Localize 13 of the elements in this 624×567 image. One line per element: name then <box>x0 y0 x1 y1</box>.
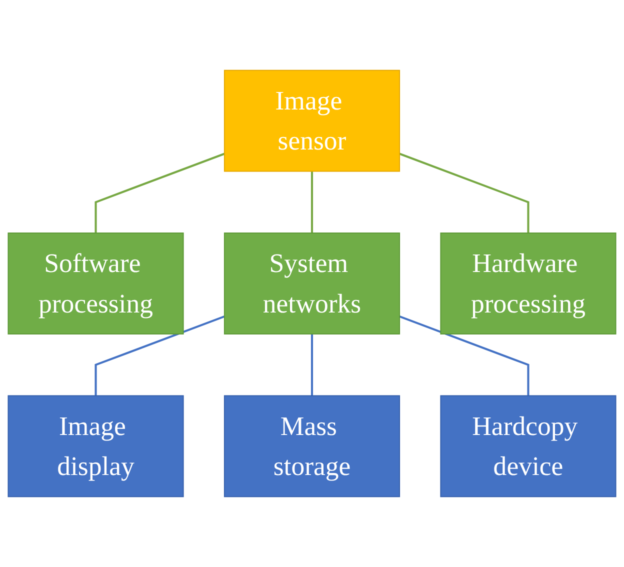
node-box: System networks <box>224 232 400 334</box>
connector <box>94 315 225 396</box>
node-box: Image display <box>8 395 184 498</box>
node-box: Image sensor <box>224 70 400 172</box>
connector <box>310 334 314 396</box>
connector <box>399 152 530 234</box>
node-box: Software processing <box>8 232 184 334</box>
connector <box>399 315 530 396</box>
node-box: Mass storage <box>224 395 400 498</box>
node-box: Hardcopy device <box>440 395 616 498</box>
connector <box>94 152 225 234</box>
connector <box>310 171 314 234</box>
node-box: Hardware processing <box>440 232 616 334</box>
